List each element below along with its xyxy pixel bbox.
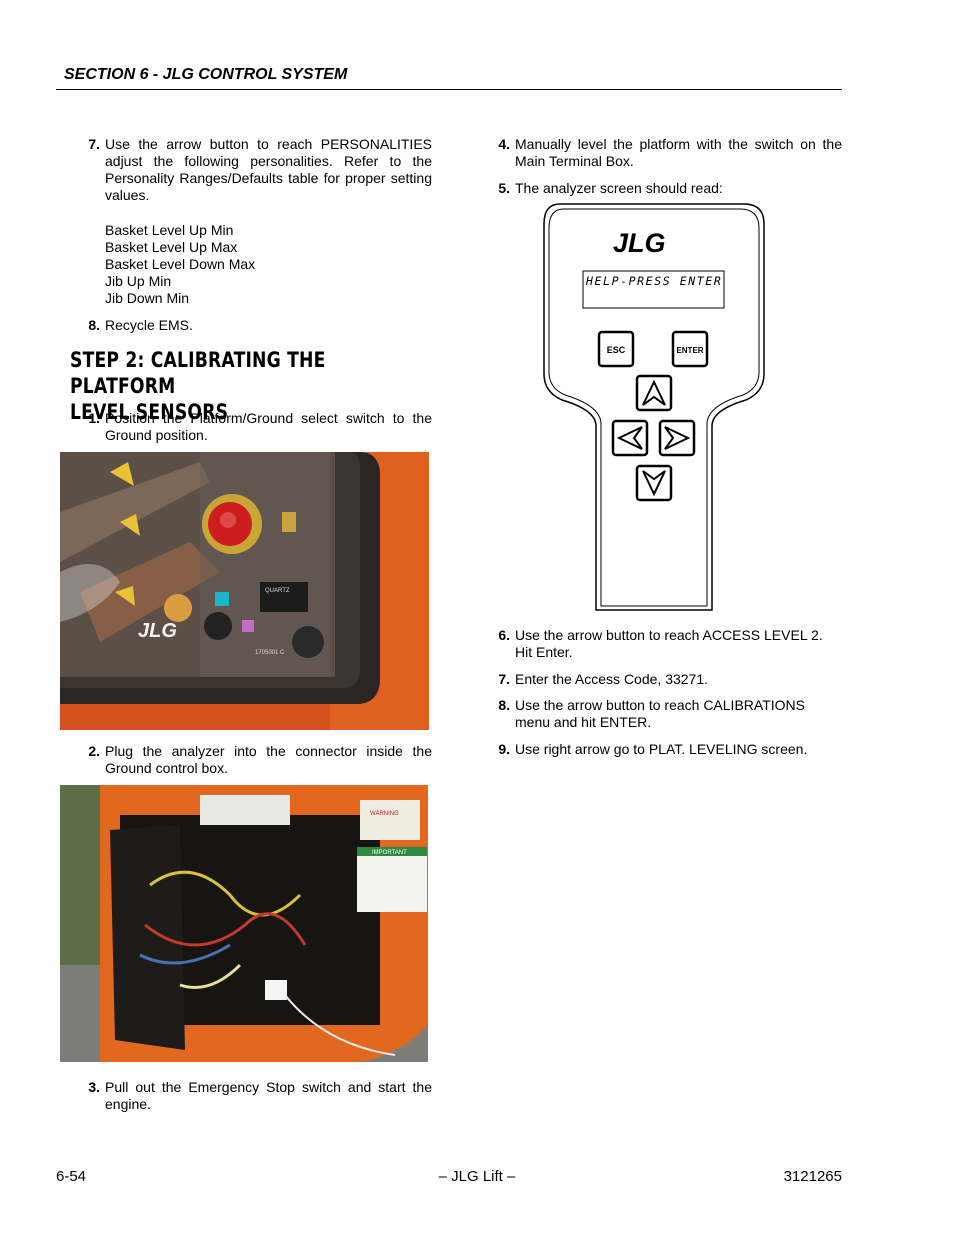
- item-text: Use the arrow button to reach ACCESS LEV…: [515, 627, 823, 660]
- item-text: Use right arrow go to PLAT. LEVELING scr…: [515, 741, 808, 757]
- arrow-left-icon: [616, 426, 643, 450]
- quartz-label: QUARTZ: [265, 588, 290, 594]
- item-number: 7.: [88, 136, 100, 152]
- header-rule: [56, 89, 842, 90]
- item-text: Manually level the platform with the swi…: [515, 136, 842, 169]
- item-text: Position the Platform/Ground select swit…: [105, 410, 432, 443]
- document-number: 3121265: [783, 1168, 842, 1185]
- item-text: Pull out the Emergency Stop switch and s…: [105, 1079, 432, 1112]
- personality-item: Basket Level Down Max: [105, 256, 256, 272]
- analyzer-screen-text: HELP-PRESS ENTER: [585, 274, 722, 288]
- item-number: 1.: [88, 410, 100, 426]
- personality-item: Jib Up Min: [105, 273, 172, 289]
- enter-button[interactable]: ENTER: [671, 330, 709, 368]
- item-text: The analyzer screen should read:: [515, 180, 723, 196]
- warning-label: WARNING: [370, 811, 399, 817]
- arrow-down-icon: [642, 470, 666, 497]
- item-text: Recycle EMS.: [105, 317, 193, 333]
- esc-label: ESC: [607, 345, 626, 355]
- heading-line-2: LEVEL SENSORS: [70, 400, 229, 424]
- left-arrow-button[interactable]: [611, 419, 649, 457]
- page-number: 6-54: [56, 1168, 87, 1185]
- personality-item: Basket Level Up Max: [105, 239, 238, 255]
- item-number: 2.: [88, 743, 100, 759]
- item-text: Use the arrow button to reach CALIBRATIO…: [515, 697, 805, 730]
- personality-item: Jib Down Min: [105, 290, 190, 306]
- item-text: Enter the Access Code, 33271.: [515, 671, 709, 687]
- part-number-label: 1705001 C: [255, 650, 285, 656]
- item-number: 4.: [498, 136, 510, 152]
- esc-button[interactable]: ESC: [597, 330, 635, 368]
- item-text: Plug the analyzer into the connector ins…: [105, 743, 432, 776]
- item-number: 3.: [88, 1079, 100, 1095]
- arrow-right-icon: [664, 426, 691, 450]
- ground-control-photo: QUARTZ JLG 1705001 C: [60, 452, 429, 730]
- item-number: 5.: [498, 180, 510, 196]
- item-number: 8.: [88, 317, 100, 333]
- personality-item: Basket Level Up Min: [105, 222, 234, 238]
- up-arrow-button[interactable]: [635, 374, 673, 412]
- heading-line-1: STEP 2: CALIBRATING THE PLATFORM: [70, 348, 326, 398]
- control-box-photo: WARNING IMPORTANT: [60, 785, 428, 1062]
- down-arrow-button[interactable]: [635, 464, 673, 502]
- item-number: 6.: [498, 627, 510, 643]
- section-header: SECTION 6 - JLG CONTROL SYSTEM: [64, 66, 348, 83]
- item-number: 8.: [498, 697, 510, 713]
- item-text: Use the arrow button to reach PERSONALIT…: [105, 136, 432, 203]
- item-number: 7.: [498, 671, 510, 687]
- important-label: IMPORTANT: [372, 850, 407, 856]
- analyzer-illustration: JLG HELP-PRESS ENTER ESC ENTER: [540, 202, 766, 614]
- section-heading: STEP 2: CALIBRATING THE PLATFORM LEVEL S…: [70, 347, 365, 425]
- enter-label: ENTER: [676, 346, 703, 355]
- arrow-up-icon: [642, 379, 666, 406]
- jlg-logo-text: JLG: [138, 620, 177, 642]
- item-number: 9.: [498, 741, 510, 757]
- right-arrow-button[interactable]: [658, 419, 696, 457]
- footer-title: – JLG Lift –: [438, 1168, 516, 1185]
- jlg-logo: JLG: [613, 228, 666, 258]
